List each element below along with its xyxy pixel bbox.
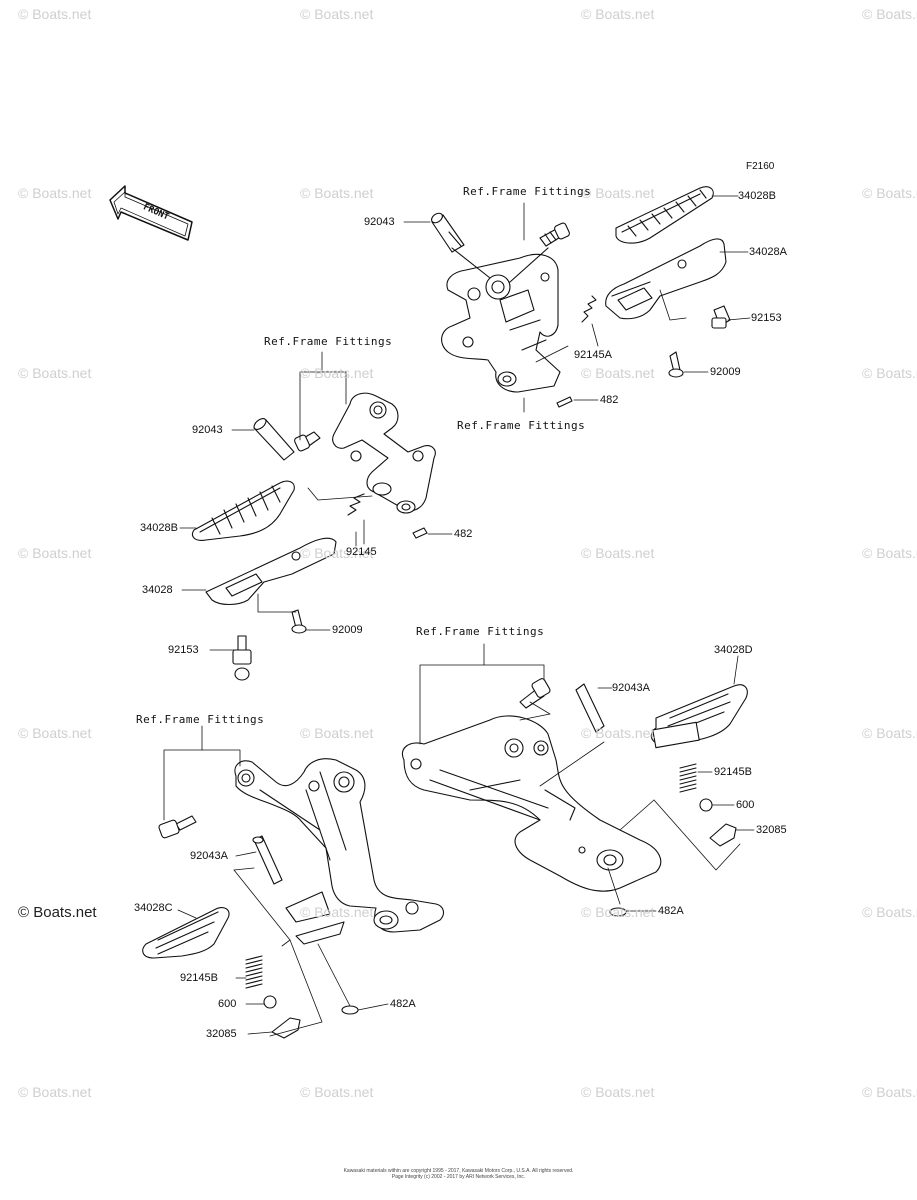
part-label-32085[interactable]: 32085 [756, 824, 787, 836]
watermark: © Boats.net [862, 365, 917, 381]
part-label-92043[interactable]: 92043 [364, 216, 395, 228]
watermark: © Boats.net [18, 545, 92, 561]
watermark: © Boats.net [862, 1084, 917, 1100]
watermark: © Boats.net [300, 725, 374, 741]
part-label-34028[interactable]: 34028 [142, 584, 173, 596]
watermark: © Boats.net [300, 185, 374, 201]
ref-frame-fittings-label: Ref.Frame Fittings [463, 185, 592, 198]
watermark: © Boats.net [581, 904, 655, 920]
watermark: © Boats.net [581, 545, 655, 561]
watermark: © Boats.net [300, 545, 374, 561]
part-label-92043[interactable]: 92043 [192, 424, 223, 436]
watermark: © Boats.net [18, 185, 92, 201]
part-label-600[interactable]: 600 [218, 998, 237, 1010]
part-label-34028C[interactable]: 34028C [134, 902, 173, 914]
part-label-92145B[interactable]: 92145B [714, 766, 752, 778]
watermark: © Boats.net [862, 545, 917, 561]
ref-frame-fittings-label: Ref.Frame Fittings [457, 419, 586, 432]
watermark: © Boats.net [581, 1084, 655, 1100]
ref-frame-fittings-label: Ref.Frame Fittings [416, 625, 545, 638]
figure-code: F2160 [746, 161, 775, 172]
front-arrow-icon: FRONT [109, 185, 193, 241]
watermark: © Boats.net [18, 1084, 92, 1100]
watermark: © Boats.net [300, 6, 374, 22]
passenger-footpeg-bracket-left [142, 725, 445, 1039]
watermark: © Boats.net [300, 904, 374, 920]
watermark: © Boats.net [862, 185, 917, 201]
passenger-footpeg-bracket-right [402, 643, 748, 917]
watermark: © Boats.net [862, 904, 917, 920]
part-label-92043A[interactable]: 92043A [612, 682, 650, 694]
ref-frame-fittings-label: Ref.Frame Fittings [136, 713, 265, 726]
watermark: © Boats.net [581, 725, 655, 741]
part-label-92009[interactable]: 92009 [710, 366, 741, 378]
watermark: © Boats.net [581, 185, 655, 201]
watermark: © Boats.net [300, 1084, 374, 1100]
watermark: © Boats.net [18, 725, 92, 741]
copyright-line: Kawasaki materials within are copyright … [343, 1168, 574, 1174]
part-label-92145A[interactable]: 92145A [574, 349, 612, 361]
ref-frame-fittings-label: Ref.Frame Fittings [264, 335, 393, 348]
watermark: © Boats.net [862, 725, 917, 741]
watermark: © Boats.net [862, 6, 917, 22]
rider-footpeg-bracket-right [431, 186, 731, 413]
part-label-34028D[interactable]: 34028D [714, 644, 753, 656]
part-label-34028A[interactable]: 34028A [749, 246, 787, 258]
part-label-34028B[interactable]: 34028B [140, 522, 178, 534]
leader-lines [177, 195, 755, 1035]
part-label-92043A[interactable]: 92043A [190, 850, 228, 862]
watermark: © Boats.net [581, 365, 655, 381]
watermark-dark: © Boats.net [18, 904, 97, 921]
part-label-32085[interactable]: 32085 [206, 1028, 237, 1040]
part-label-92153[interactable]: 92153 [168, 644, 199, 656]
watermark: © Boats.net [18, 365, 92, 381]
part-label-92145[interactable]: 92145 [346, 546, 377, 558]
part-label-482A[interactable]: 482A [390, 998, 416, 1010]
part-label-92153[interactable]: 92153 [751, 312, 782, 324]
bolt-top [539, 222, 570, 247]
copyright-line: Page Integrity (c) 2002 - 2017 by ARI Ne… [391, 1174, 526, 1180]
rider-footpeg-bracket-left [191, 351, 436, 681]
part-label-600[interactable]: 600 [736, 799, 755, 811]
watermark: © Boats.net [18, 6, 92, 22]
part-label-482[interactable]: 482 [454, 528, 473, 540]
pin-92043-top [431, 212, 465, 253]
part-label-482[interactable]: 482 [600, 394, 619, 406]
part-label-92009[interactable]: 92009 [332, 624, 363, 636]
part-label-92145B[interactable]: 92145B [180, 972, 218, 984]
part-label-34028B[interactable]: 34028B [738, 190, 776, 202]
part-label-482A[interactable]: 482A [658, 905, 684, 917]
watermark: © Boats.net [581, 6, 655, 22]
watermark: © Boats.net [300, 365, 374, 381]
